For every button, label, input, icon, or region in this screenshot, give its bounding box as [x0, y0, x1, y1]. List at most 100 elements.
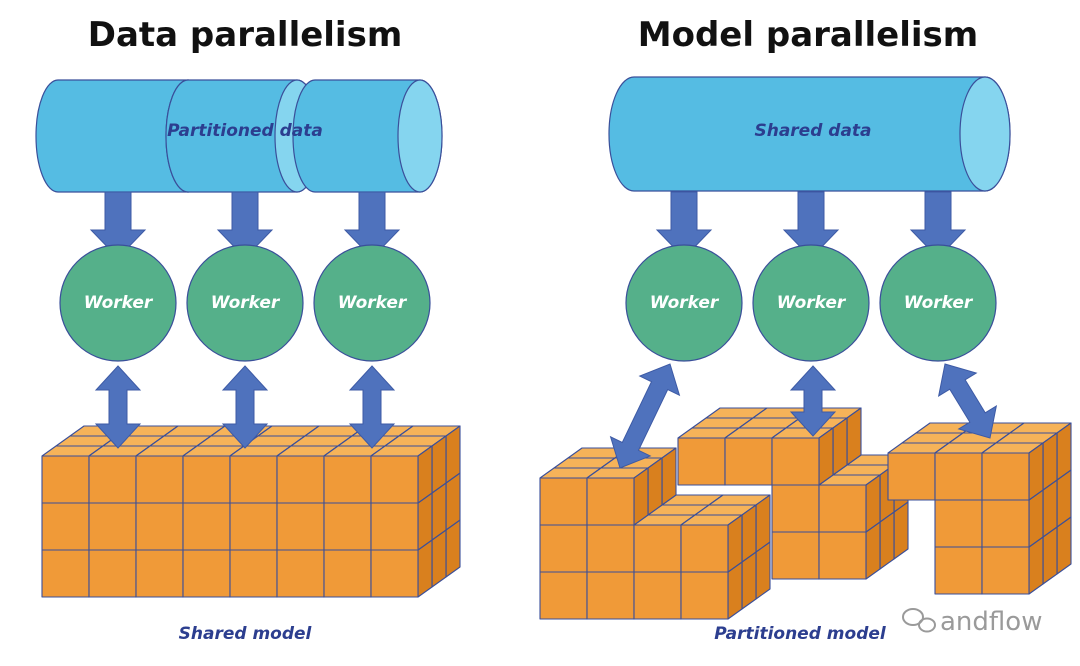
shared-model-cube-62-front: [323, 502, 372, 551]
data-arrow-right-1: [655, 191, 713, 259]
model-part-a-cube-26-front: [633, 524, 682, 573]
shared-model-cube-55-front: [370, 549, 419, 598]
data-arrow-left-2: [216, 191, 274, 259]
shared-model-cube-71-front: [370, 455, 419, 504]
model-part-a-cube-29: [586, 467, 649, 526]
model-part-c-cube-6-side: [1056, 422, 1072, 481]
shared-model-cube-52-front: [229, 549, 278, 598]
model-cubes-layer: [41, 407, 1072, 620]
model-part-a-cube-7-side: [755, 494, 771, 553]
shared-model-cube-71: [370, 445, 433, 504]
model-arrow-left-2: [221, 365, 269, 449]
data-arrow-left-1: [89, 191, 147, 259]
model-part-a-cube-27: [680, 514, 743, 573]
data-arrow-left-3: [343, 191, 401, 259]
model-part-a-cube-23-front: [680, 571, 729, 620]
worker-label-right-1: Worker: [650, 293, 720, 313]
worker-label-left-3: Worker: [338, 293, 408, 313]
model-part-c-cube-14-front: [934, 546, 983, 595]
partitioned-data-label: Partitioned data: [167, 121, 323, 141]
data-storage-layer: [35, 76, 1011, 193]
shared-model-cube-65-front: [88, 455, 137, 504]
worker-label-right-3: Worker: [904, 293, 974, 313]
model-part-c-cube-18-front: [887, 452, 936, 501]
model-part-a-cube-28-front: [539, 477, 588, 526]
shared-model-cube-48-front: [41, 549, 90, 598]
model-part-b-cube-20-side: [818, 427, 834, 486]
model-arrow-right-2: [789, 365, 837, 437]
model-part-b-cube-20: [771, 427, 834, 486]
model-part-b-cube-17-side: [865, 474, 881, 533]
partition-cylinder-3: [292, 79, 443, 193]
model-part-b-cube-18-front: [677, 437, 726, 486]
shared-model-cube-54-front: [323, 549, 372, 598]
model-part-a-cube-29-side: [633, 467, 649, 526]
model-part-a-cube-9-side: [661, 447, 677, 506]
worker-label-right-2: Worker: [777, 293, 847, 313]
model-parallelism-title: Model parallelism: [638, 15, 978, 55]
model-part-a-cube-24-front: [539, 524, 588, 573]
model-part-b-cube-13-side: [832, 417, 848, 476]
model-part-c-cube-20-front: [981, 452, 1030, 501]
shared-model-cube-64-front: [41, 455, 90, 504]
model-part-c-cube-13-side: [1042, 432, 1058, 491]
worker-node-right-2: [752, 244, 870, 362]
model-part-c-cube-16-front: [934, 499, 983, 548]
model-part-a-cube-29-front: [586, 477, 635, 526]
model-part-b-cube-6-side: [846, 407, 862, 466]
model-part-b-cube-14-front: [771, 531, 820, 580]
watermark: andflow: [902, 607, 1042, 637]
watermark-text: andflow: [940, 607, 1042, 637]
worker-node-right-3: [879, 244, 997, 362]
data-parallelism-title: Data parallelism: [88, 15, 403, 55]
model-part-a-cube-27-side: [727, 514, 743, 573]
worker-node-right-1: [625, 244, 743, 362]
model-part-c-cube-19-front: [934, 452, 983, 501]
shared-model-cube-66-front: [135, 455, 184, 504]
shared-model-cube-58-front: [135, 502, 184, 551]
shared-data-cylinder-cap: [959, 76, 1011, 192]
model-part-a-cube-22-front: [633, 571, 682, 620]
model-part-b-cube-17: [818, 474, 881, 533]
model-part-b-cube-17-front: [818, 484, 867, 533]
data-arrow-right-3: [909, 191, 967, 259]
model-part-c-cube-20: [981, 442, 1044, 501]
shared-model-cube-59-front: [182, 502, 231, 551]
shared-model-cube-47-side: [431, 435, 447, 494]
model-part-a-cube-20-front: [539, 571, 588, 620]
model-part-b-cube-15-front: [818, 531, 867, 580]
partition-cylinder-3-cap: [397, 79, 443, 193]
model-part-c-cube-17-front: [981, 499, 1030, 548]
model-arrow-right-3: [937, 363, 998, 439]
shared-model-cube-49-front: [88, 549, 137, 598]
model-part-b-cube-19-front: [724, 437, 773, 486]
model-part-a-cube-19-side: [647, 457, 663, 516]
model-part-b-cube-16-front: [771, 484, 820, 533]
shared-model-cube-50-front: [135, 549, 184, 598]
shared-model-cube-71-side: [417, 445, 433, 504]
model-part-a-cube-21-front: [586, 571, 635, 620]
arrows-layer: [89, 191, 998, 469]
worker-node-left-1: [59, 244, 177, 362]
shared-model-cube-61-front: [276, 502, 325, 551]
data-arrow-right-2: [782, 191, 840, 259]
chat-bubble-icon: [902, 608, 936, 633]
shared-model-label: Shared model: [179, 624, 313, 644]
shared-model-cube-69-front: [276, 455, 325, 504]
worker-label-left-1: Worker: [84, 293, 154, 313]
model-part-a-cube-27-front: [680, 524, 729, 573]
model-part-a-cube-17-side: [741, 504, 757, 563]
shared-model-cube-53-front: [276, 549, 325, 598]
model-arrow-left-3: [348, 365, 396, 449]
shared-model-cube-67-front: [182, 455, 231, 504]
shared-data-label: Shared data: [754, 121, 871, 141]
model-part-a-cube-25-front: [586, 524, 635, 573]
model-arrow-right-1: [609, 363, 681, 469]
worker-node-left-3: [313, 244, 431, 362]
shared-model-cube-56-front: [41, 502, 90, 551]
worker-node-left-2: [186, 244, 304, 362]
workers-layer: [59, 244, 997, 362]
shared-model-cube-70-front: [323, 455, 372, 504]
model-part-c-cube-15-front: [981, 546, 1030, 595]
